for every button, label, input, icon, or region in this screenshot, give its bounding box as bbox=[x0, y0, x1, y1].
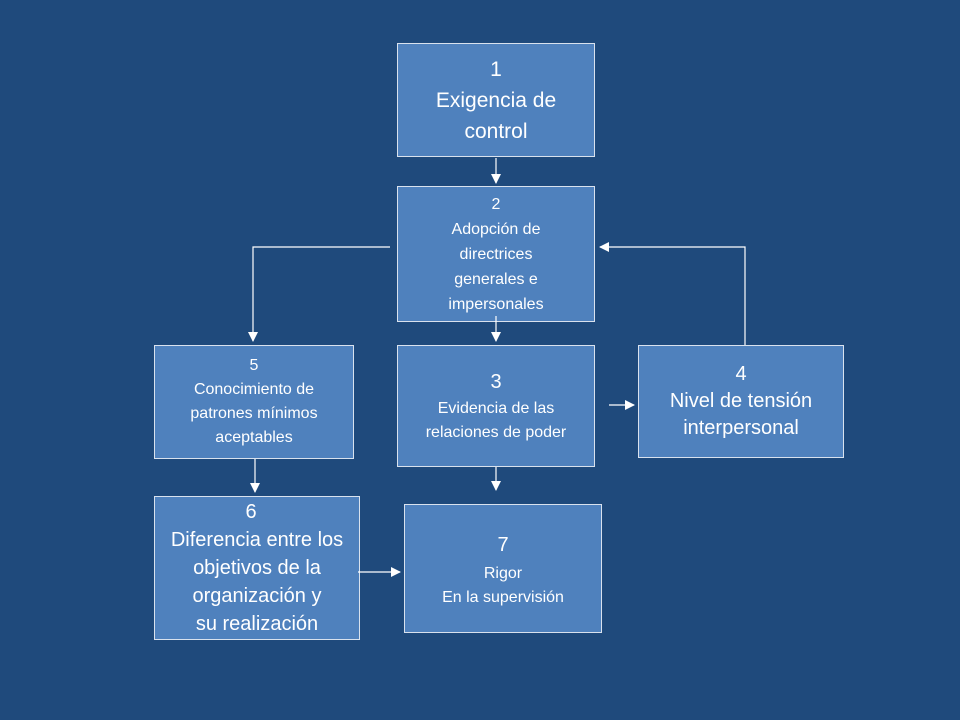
node-1-line-1: Exigencia de bbox=[435, 88, 557, 112]
node-7-line-2: En la supervisión bbox=[442, 588, 564, 606]
node-5-conocimiento-de-patrones: 5 Conocimiento de patrones mínimos acept… bbox=[154, 345, 354, 459]
node-7-rigor-en-la-supervision: 7 Rigor En la supervisión bbox=[404, 504, 602, 633]
node-3-line-2: relaciones de poder bbox=[425, 424, 567, 441]
node-4-line-1: Nivel de tensión bbox=[669, 390, 813, 412]
node-2-line-4: impersonales bbox=[448, 295, 544, 313]
node-2-number: 2 bbox=[491, 195, 501, 213]
node-3-number: 3 bbox=[490, 371, 502, 393]
node-4-line-2: interpersonal bbox=[683, 417, 799, 439]
node-4-number: 4 bbox=[735, 363, 747, 385]
node-6-diferencia-objetivos: 6 Diferencia entre los objetivos de la o… bbox=[154, 496, 360, 640]
node-1-line-2: control bbox=[464, 119, 528, 143]
node-4-nivel-de-tension: 4 Nivel de tensión interpersonal bbox=[638, 345, 844, 458]
node-6-line-3: organización y bbox=[192, 585, 322, 607]
arrow-2-to-5 bbox=[248, 246, 390, 342]
node-5-line-3: aceptables bbox=[215, 429, 293, 446]
node-2-line-2: directrices bbox=[459, 245, 533, 263]
node-6-line-4: su realización bbox=[195, 613, 319, 635]
node-5-line-2: patrones mínimos bbox=[190, 405, 318, 422]
node-7-line-1: Rigor bbox=[483, 564, 523, 582]
arrow-4-to-2 bbox=[599, 242, 746, 345]
node-7-number: 7 bbox=[497, 533, 509, 556]
node-6-line-2: objetivos de la bbox=[193, 557, 321, 579]
node-2-line-3: generales e bbox=[454, 270, 538, 288]
node-5-number: 5 bbox=[249, 357, 259, 374]
node-6-line-1: Diferencia entre los bbox=[170, 529, 344, 551]
node-1-exigencia-de-control: 1 Exigencia de control bbox=[397, 43, 595, 157]
node-3-line-1: Evidencia de las bbox=[437, 400, 555, 417]
node-6-number: 6 bbox=[245, 501, 257, 523]
node-5-line-1: Conocimiento de bbox=[193, 381, 315, 398]
node-1-number: 1 bbox=[490, 57, 502, 81]
node-2-line-1: Adopción de bbox=[451, 220, 541, 238]
node-2-adopcion-de-directrices: 2 Adopción de directrices generales e im… bbox=[397, 186, 595, 322]
node-3-evidencia-de-relaciones-de-poder: 3 Evidencia de las relaciones de poder bbox=[397, 345, 595, 467]
